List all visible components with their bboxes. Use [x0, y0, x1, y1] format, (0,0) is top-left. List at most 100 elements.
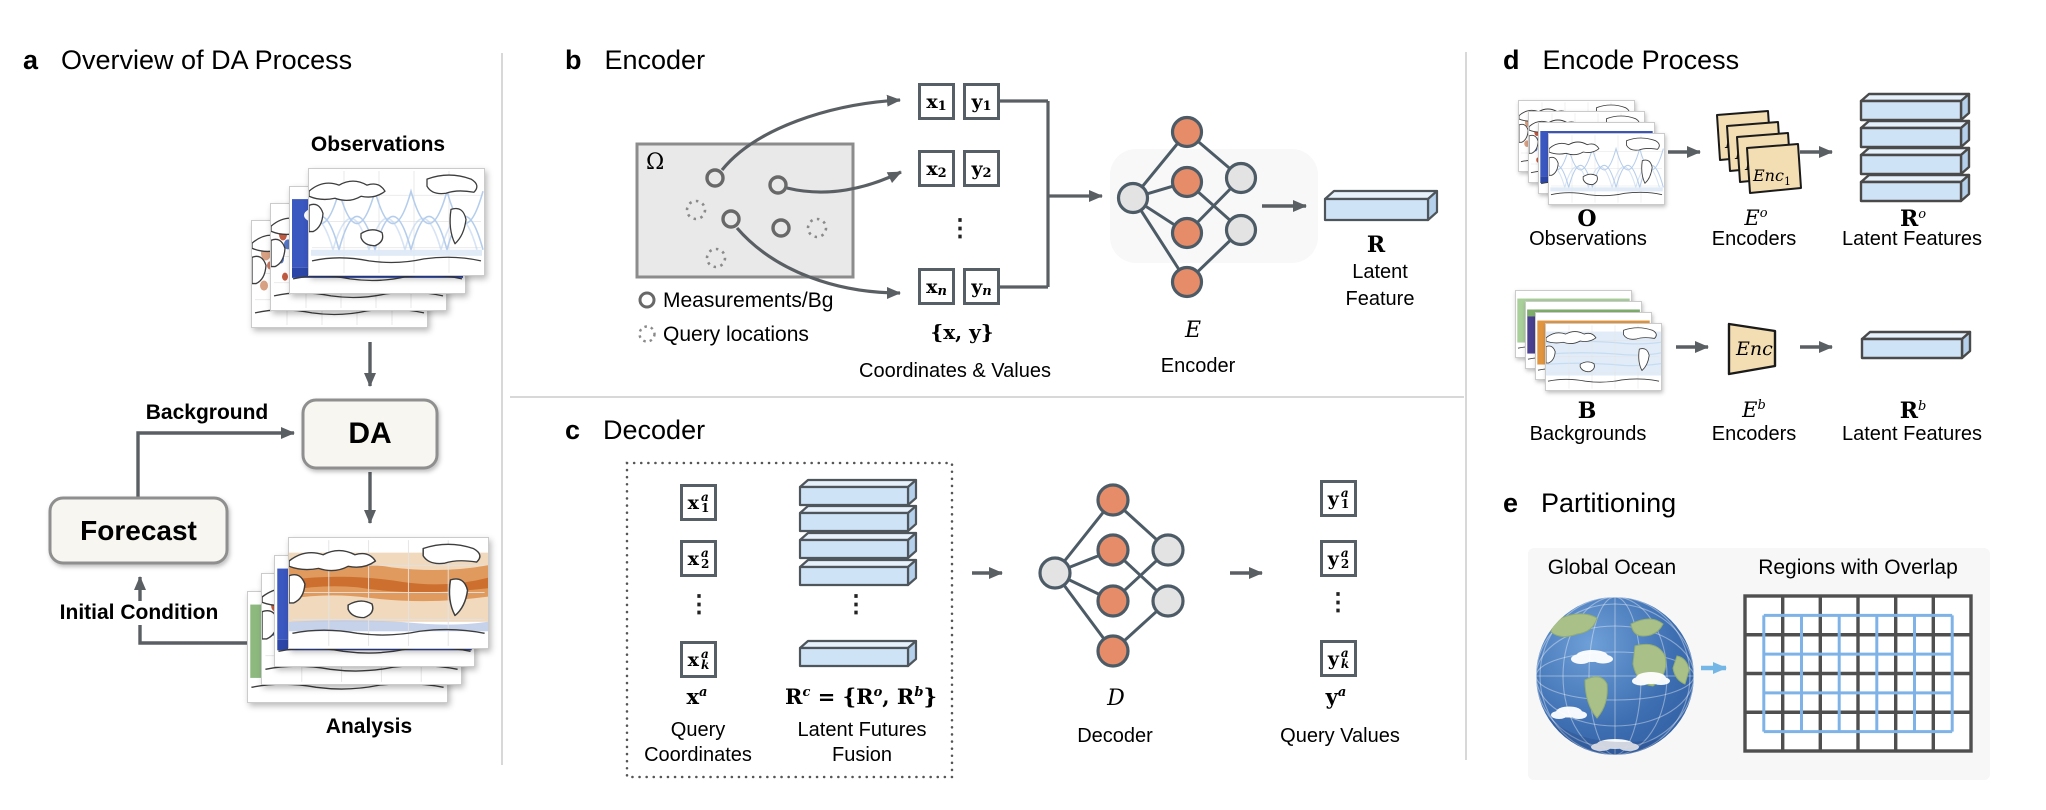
collect-bracket — [1000, 99, 1103, 289]
fusion-bar-4 — [798, 558, 918, 587]
decoder-input-group — [625, 461, 954, 779]
bg-latents-label: Latent Features — [1841, 423, 1983, 445]
latent-symbol: R — [1366, 232, 1386, 258]
encoder-card-stack: Enc Enc Enc Enc1 — [1716, 110, 1802, 194]
initial-condition-label: Initial Condition — [55, 601, 223, 625]
omega-label: Ω — [646, 150, 665, 175]
global-ocean-label: Global Ocean — [1547, 556, 1677, 579]
bg-symbol: B — [1577, 398, 1597, 424]
latent-label-line1: Latent — [1352, 261, 1408, 283]
fusion-bar-b — [798, 639, 918, 668]
obs-encoders-symbol: Eo — [1744, 206, 1768, 230]
encoder-network-nodes — [1116, 115, 1258, 299]
measurement-points — [705, 168, 791, 238]
query-label-line2: Coordinates — [644, 744, 752, 766]
bg-latent-bar — [1860, 330, 1972, 360]
values-ellipsis: ⋮ — [1326, 587, 1350, 616]
coords-values-label: Coordinates & Values — [859, 360, 1051, 382]
forecast-box-label: Forecast — [80, 514, 197, 546]
legend-query-icon — [638, 325, 656, 343]
fusion-bar-3 — [798, 531, 918, 560]
obs-small-front — [1548, 133, 1665, 205]
obs-latents-symbol: Ro — [1899, 206, 1927, 232]
regions-overlap-label: Regions with Overlap — [1758, 556, 1958, 579]
analysis-label: Analysis — [325, 715, 413, 738]
obs-latent-bar-1 — [1859, 92, 1971, 122]
decoder-network-edges — [1053, 498, 1170, 653]
bg-encoder-text: Enc — [1735, 338, 1773, 360]
obs-symbol: O — [1577, 206, 1597, 232]
fusion-label-line2: Fusion — [831, 744, 893, 766]
query-label-line1: Query — [670, 719, 726, 741]
panel-b-letter: b — [565, 45, 582, 75]
panel-a-letter: a — [23, 45, 39, 75]
overlap-grid-blue — [1762, 613, 1954, 734]
bg-latents-symbol: Rb — [1899, 398, 1927, 424]
bg-stack-label: Backgrounds — [1529, 423, 1647, 445]
pairs-ellipsis: ⋮ — [948, 213, 972, 242]
legend-measurement-icon — [638, 291, 656, 309]
obs-latent-bar-2 — [1859, 119, 1971, 149]
fusion-bar-2 — [798, 504, 918, 533]
forecast-box — [48, 496, 229, 565]
bg-encoders-symbol: Eb — [1742, 398, 1766, 422]
region-grid — [1743, 594, 1973, 753]
da-box-label: DA — [348, 417, 392, 450]
bg-small-front — [1545, 323, 1662, 391]
fusion-ellipsis: ⋮ — [844, 589, 868, 618]
analysis-map-front — [288, 537, 489, 649]
set-label: {x, y} — [930, 320, 994, 344]
decoder-label: Decoder — [1077, 725, 1153, 747]
panel-e-letter: e — [1503, 488, 1519, 518]
value-symbol: ya — [1325, 684, 1347, 709]
query-ellipsis: ⋮ — [687, 589, 711, 618]
legend-query-label: Query locations — [663, 323, 809, 346]
obs-latents-label: Latent Features — [1841, 228, 1983, 250]
bg-encoder-trapezoid — [1727, 322, 1777, 376]
query-points — [685, 199, 828, 269]
obs-latent-bar-3 — [1859, 146, 1971, 176]
fusion-formula: Rc = {Ro, Rb} — [785, 684, 937, 709]
panel-c-letter: c — [565, 415, 581, 445]
panel-d-letter: d — [1503, 45, 1520, 75]
panel-c-shapes — [625, 461, 1263, 779]
decoder-network-nodes — [1038, 483, 1185, 668]
observations-label: Observations — [310, 133, 446, 156]
panel-e-shapes — [1528, 548, 1990, 780]
panel-d-shapes: Enc Enc Enc Enc1 Enc — [1668, 92, 1972, 376]
obs-latent-bar-4 — [1859, 173, 1971, 203]
fusion-label-line1: Latent Futures — [797, 719, 927, 741]
da-box — [301, 398, 439, 470]
obs-encoders-label: Encoders — [1711, 228, 1797, 250]
legend-measurements-label: Measurements/Bg — [663, 289, 834, 312]
decoder-symbol: D — [1107, 686, 1125, 711]
panel-b-shapes — [635, 94, 1439, 343]
bg-encoders-label: Encoders — [1711, 423, 1797, 445]
observation-map-front — [308, 168, 485, 276]
encoder-symbol: E — [1184, 318, 1202, 343]
latent-feature-bar — [1323, 189, 1439, 222]
arrow-analysis-to-forecast — [134, 576, 247, 645]
fusion-bar-1 — [798, 478, 918, 507]
enc-card-text-front: Enc1 — [1752, 166, 1791, 188]
obs-stack-label: Observations — [1529, 228, 1647, 250]
panel-a-shapes — [48, 342, 439, 645]
query-values-label: Query Values — [1280, 725, 1400, 747]
